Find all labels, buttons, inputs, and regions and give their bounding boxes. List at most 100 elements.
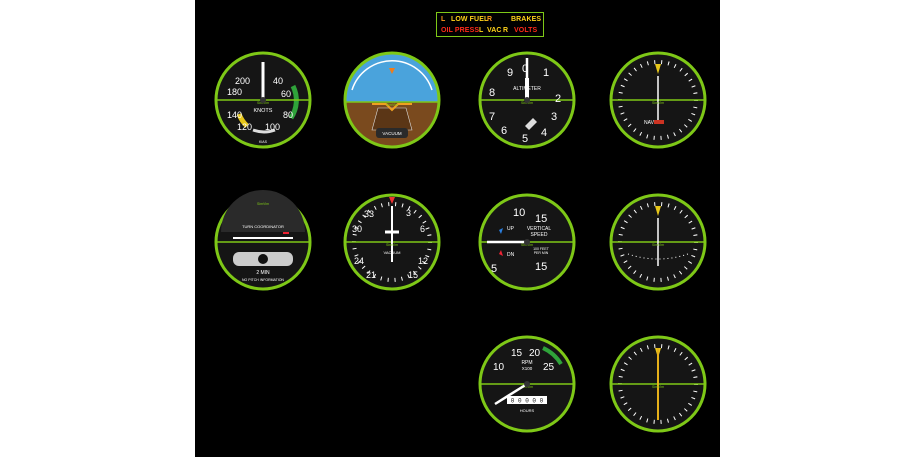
annunciator-oil-press: OIL PRESS [441,27,480,34]
airspeed-sub: KIAS [259,140,268,144]
airspeed-white-arc [252,128,276,134]
annunciator-volts: VOLTS [514,27,538,34]
airspeed-green-arc [288,84,299,120]
nav1-indicator[interactable]: SimVim [608,192,708,292]
altimeter-tick-8: 8 [489,87,495,99]
vsi-down-arrow-icon [499,250,503,256]
vsi-tick-15-down: 15 [535,261,547,273]
turn-brand: SimVim [257,202,269,206]
dg-tick-15: 15 [408,270,418,280]
altimeter-tick-0: 0 [522,63,528,75]
tach-hours-label: HOURS [520,408,535,413]
heading-flag-icon [654,120,664,124]
dg-tick-6: 6 [420,224,425,234]
altimeter-tick-3: 3 [551,111,557,123]
turn-flag [283,232,289,234]
heading-code: NAV [644,120,655,126]
tach-multiplier: X100 [522,366,533,371]
altimeter-tick-2: 2 [555,93,561,105]
tach-odometer: 0 0 0 0 0 [511,398,544,405]
altimeter-tick-4: 4 [541,127,547,139]
tach-brand: SimVim [521,385,533,389]
turn-ball [258,254,268,264]
attitude-aircraft-symbol [372,103,412,112]
tach-tick-25: 25 [543,362,555,373]
tach-hub [524,381,530,387]
annunciator-right-vac: R [503,27,509,34]
altimeter-hub [524,97,530,103]
vsi-tick-15-up: 15 [535,213,547,225]
tach-tick-20: 20 [529,348,541,359]
tach-tick-15: 15 [511,348,523,359]
airspeed-tick-100: 100 [265,122,280,132]
airspeed-tick-40: 40 [273,76,283,86]
vsi-unit-2: PER MIN [534,251,549,255]
vsi-up-arrow-icon [499,228,503,234]
airspeed-tick-80: 80 [283,110,293,120]
altimeter-tick-5: 5 [522,133,528,145]
nav2-brand: SimVim [652,385,664,389]
altimeter[interactable]: 9 0 1 2 3 4 5 6 7 8 ALTIMETER SimVim [477,50,577,150]
annunciator-left-vac: L [479,27,484,34]
vsi-tick-10: 10 [513,207,525,219]
vsi-title-2: SPEED [531,232,548,238]
turn-coordinator[interactable]: SimVim TURN COORDINATOR 2 MIN NO PITCH I… [213,190,313,292]
tach-tick-10: 10 [493,362,505,373]
altimeter-tick-6: 6 [501,125,507,137]
dg-lubber-icon [389,197,395,204]
dg-tick-24: 24 [354,256,364,266]
dg-tick-21: 21 [366,270,376,280]
annunciator-brakes: BRAKES [511,16,542,23]
heading-brand: SimVim [652,101,664,105]
airspeed-brand: SimVim [257,101,269,105]
tachometer[interactable]: 15 20 25 10 RPM X100 SimVim 0 0 0 0 0 HO… [477,334,577,434]
nav2-indicator[interactable]: SimVim [608,334,708,434]
attitude-bank-pointer [389,68,395,74]
nav1-lubber-icon [655,206,661,216]
nav1-brand: SimVim [652,243,664,247]
turn-upper-plate [221,190,305,232]
attitude-indicator[interactable]: VACUUM SimVim [342,50,442,150]
annunciator-panel: L LOW FUEL R BRAKES OIL PRESS L VAC R VO… [436,12,544,37]
annunciator-vac: VAC [487,27,502,34]
tach-needle [494,382,528,406]
vsi-hub [524,239,530,245]
dg-vacuum-label: VACUUM [383,250,400,255]
altimeter-brand: SimVim [521,101,533,105]
airspeed-indicator[interactable]: 200 180 40 60 140 80 120 100 KNOTS SimVi… [213,50,313,150]
dg-tick-3: 3 [406,208,411,218]
directional-gyro[interactable]: 33 3 30 6 24 21 12 15 VACUUM SimVim [342,192,442,292]
attitude-bezel [343,51,441,149]
annunciator-low-fuel: LOW FUEL [451,16,489,23]
tach-title: RPM [521,360,532,366]
airspeed-tick-140: 140 [227,110,242,120]
altimeter-tick-7: 7 [489,111,495,123]
attitude-vacuum-label: VACUUM [382,131,401,136]
airspeed-unit: KNOTS [254,108,273,114]
attitude-label-plate [376,128,408,138]
vsi-dn-label: DN [507,252,515,258]
turn-note: NO PITCH INFORMATION [242,278,284,282]
dg-tick-33: 33 [364,209,374,219]
vsi-up-label: UP [507,226,515,232]
heading-indicator[interactable]: SimVim NAV [608,50,708,150]
dg-brand: SimVim [386,243,398,247]
attitude-bank-scale [351,60,433,91]
airspeed-hub [260,97,266,103]
turn-title: TURN COORDINATOR [242,224,284,229]
dg-tick-30: 30 [352,224,362,234]
attitude-sky [346,54,438,102]
altimeter-tick-9: 9 [507,67,513,79]
annunciator-row-2: OIL PRESS L VAC R VOLTS [437,25,543,36]
airspeed-tick-60: 60 [281,89,291,99]
airspeed-tick-120: 120 [237,122,252,132]
altimeter-hatch-icon [525,118,537,130]
dg-tick-12: 12 [418,256,428,266]
vertical-speed-indicator[interactable]: 10 15 5 15 VERTICAL SPEED UP DN 100 FEET… [477,192,577,292]
annunciator-right-low-fuel-side: R [487,16,493,23]
vsi-title-1: VERTICAL [527,226,552,232]
turn-min-label: 2 MIN [256,270,270,276]
vsi-brand: SimVim [521,243,533,247]
vsi-unit-1: 100 FEET [533,247,550,251]
tach-odometer-box [507,396,547,404]
